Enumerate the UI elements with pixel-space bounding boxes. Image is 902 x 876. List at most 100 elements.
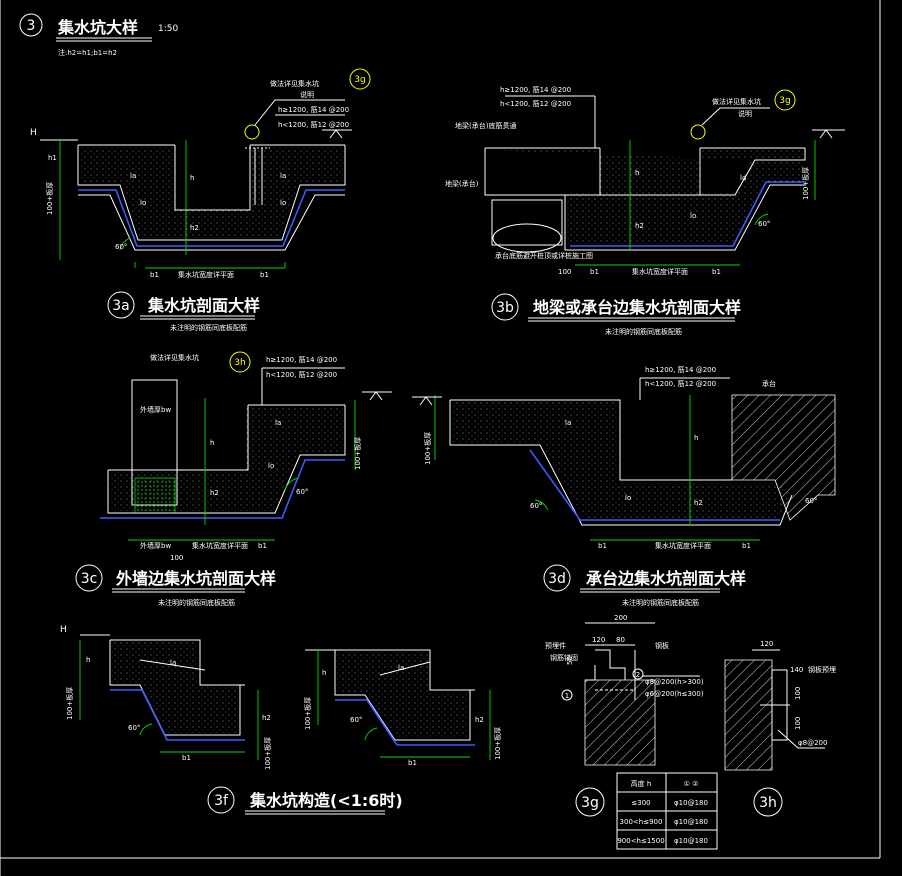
ref-note2-3a: 说明 (300, 90, 314, 99)
pit-width-3a: 集水坑宽度详平面 (178, 270, 234, 279)
ref-3g-a: 3g (354, 75, 365, 85)
angle-3a: 60° (115, 243, 127, 251)
wall-label-3c: 外墙厚bw (140, 405, 171, 414)
section-3c-id: 3c (81, 571, 98, 587)
angle-3b: 60° (758, 220, 770, 228)
b1-3b-left: b1 (590, 268, 599, 276)
slab-note-3f-right: 100+板厚 (303, 697, 312, 730)
h-3f-left: h (86, 656, 90, 664)
detail-3g-title: 3g (575, 787, 605, 817)
beam-note-3b: 地梁(承台)底筋贯通 (455, 121, 516, 130)
pile-cap-3d: 承台 (762, 379, 776, 388)
h-3b: h (635, 169, 639, 177)
section-3b-id: 3b (496, 300, 514, 316)
h-mark-3f: H (60, 625, 67, 635)
section-3a-title: 3a 集水坑剖面大样 未注明的钢筋同底板配筋 (107, 291, 260, 332)
rebar-3h: φ8@200 (798, 739, 827, 747)
h2-3d: h2 (694, 499, 703, 507)
rebar-ge-3b: h≥1200, 筋14 @200 (500, 85, 571, 94)
lo-3b: lo (690, 212, 696, 220)
header-number-circle (19, 13, 43, 37)
rebar-lt-3c: h<1200, 筋12 @200 (266, 370, 337, 379)
pit-width-3b: 集水坑宽度详平面 (632, 267, 688, 276)
section-3b-title: 3b 地梁或承台边集水坑剖面大样 未注明的钢筋同底板配筋 (491, 293, 741, 336)
table-cell-0-1: φ10@180 (674, 799, 708, 807)
section-3c-title: 3c 外墙边集水坑剖面大样 未注明的钢筋同底板配筋 (75, 564, 276, 607)
slab-note-3f-left: 100+板厚 (65, 687, 74, 720)
table-cell-0-0: ≤300 (631, 799, 650, 807)
ratio-3f-right: la (398, 664, 404, 672)
h-3c: h (210, 439, 214, 447)
detail-3h-drawing: 120 100 100 140 钢板预埋 φ8@200 (724, 640, 836, 771)
section-3d-title: 3d 承台边集水坑剖面大样 未注明的钢筋同底板配筋 (543, 564, 746, 607)
table-cell-1-0: 300<h≤900 (620, 818, 663, 826)
la-3a-1: la (130, 172, 136, 180)
b1-3f-left: b1 (182, 754, 191, 762)
la-3d: la (565, 419, 571, 427)
header: 3 集水坑大样 1:50 注:h2=h1;b1=h2 (19, 13, 178, 57)
detail-3g-drawing: 200 120 80 50 1 2 φ8@200(h>300) φ6@200(h… (545, 614, 704, 766)
pit-width-3d: 集水坑宽度详平面 (655, 541, 711, 550)
section-3f-heading: 集水坑构造(<1:6时) (249, 791, 403, 810)
lo-3a-2: lo (280, 199, 286, 207)
header-number: 3 (27, 18, 36, 34)
h2-3a: h2 (190, 224, 199, 232)
section-3d-heading: 承台边集水坑剖面大样 (586, 569, 746, 588)
dim-120-3h: 120 (760, 640, 773, 648)
section-3a-heading: 集水坑剖面大样 (147, 296, 260, 315)
slab-note-3f-left2: 100+板厚 (263, 737, 272, 770)
la-3b: la (740, 174, 746, 182)
detail-3g-id: 3g (581, 795, 599, 811)
lo-3c: lo (268, 462, 274, 470)
angle-3d-right: 60° (805, 497, 817, 505)
table-cell-1-1: φ10@180 (674, 818, 708, 826)
marker-2-3g: 2 (636, 671, 640, 679)
section-3f-id: 3f (214, 793, 229, 809)
section-3c-drawing: 做法详见集水坑 3h h≥1200, 筋14 @200 h<1200, 筋12 … (100, 351, 392, 562)
pit-width-3c: 集水坑宽度详平面 (192, 541, 248, 550)
section-3d-id: 3d (548, 571, 566, 587)
h2-3c: h2 (210, 489, 219, 497)
wall-label-3c-dim: 外墙厚bw (140, 541, 171, 550)
table-cell-2-0: 900<h≤1500 (617, 837, 664, 845)
dim-200-3g: 200 (614, 614, 627, 622)
section-3f-drawing-right: la 60° b1 h h2 100+板厚 100+板厚 (303, 649, 502, 767)
dim-100-3c: 100 (170, 554, 183, 562)
section-3c-heading: 外墙边集水坑剖面大样 (115, 569, 276, 588)
slab-note-3c: 100+板厚 (353, 437, 362, 470)
header-scale: 1:50 (158, 24, 178, 34)
ref-note-3b: 做法详见集水坑 (712, 97, 761, 106)
b1-3d-right: b1 (742, 542, 751, 550)
angle-3d-left: 60° (530, 502, 542, 510)
la-3c: la (275, 419, 281, 427)
section-3a-subtitle: 未注明的钢筋同底板配筋 (170, 323, 247, 332)
h2-3b: h2 (635, 222, 644, 230)
ref-note2-3b: 说明 (738, 109, 752, 118)
rebar-table: 高度 h ① ② ≤300 φ10@180 300<h≤900 φ10@180 … (616, 772, 718, 850)
detail-3h-title: 3h (753, 787, 783, 817)
angle-3f-left: 60° (128, 724, 140, 732)
h-3a: h (190, 174, 194, 182)
rebar-ge-3c: h≥1200, 筋14 @200 (266, 355, 337, 364)
slab-note-3f-right2: 100+板厚 (493, 727, 502, 760)
ref-note-3c: 做法详见集水坑 (150, 353, 199, 362)
section-3a-drawing: H 60° 集水坑宽度详平面 b1 b1 h h2 h1 la lo la lo (30, 68, 371, 279)
rebar-lt-3d: h<1200, 筋12 @200 (645, 379, 716, 388)
b1-3f-right: b1 (408, 759, 417, 767)
slab-note-3b: 100+板厚 (801, 167, 810, 200)
top-note-3g: 钢筋锚固 (550, 653, 578, 662)
dim-100b-3h: 100 (794, 717, 802, 730)
marker-1-3g: 1 (565, 692, 569, 700)
dim-100a-3h: 100 (794, 687, 802, 700)
detail-3h-id: 3h (759, 795, 777, 811)
pile-note-3b: 承台底筋避开桩顶或详桩施工图 (495, 251, 593, 260)
ratio-3f-left: la (170, 659, 176, 667)
dim-80-3g: 80 (616, 636, 625, 644)
lo-3a-1: lo (140, 199, 146, 207)
h1-3a: h1 (48, 154, 57, 162)
rebar-lt-3b: h<1200, 筋12 @200 (500, 99, 571, 108)
h-mark-3a: H (30, 128, 37, 138)
section-3f-title: 3f 集水坑构造(<1:6时) (207, 786, 403, 815)
rebar-lt-3a: h<1200, 筋12 @200 (278, 120, 349, 129)
